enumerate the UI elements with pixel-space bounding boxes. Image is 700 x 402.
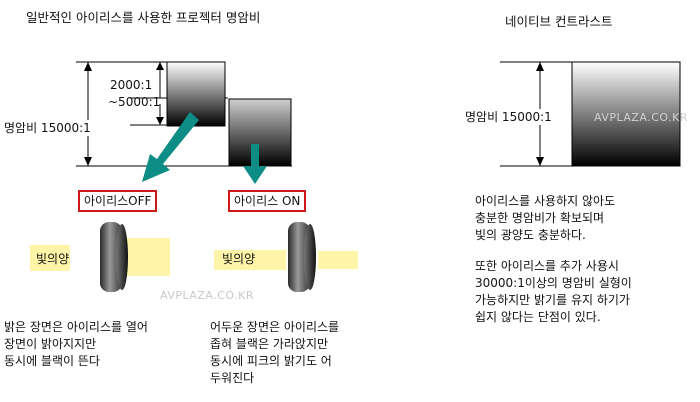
lens-face-1 (116, 224, 128, 290)
light-amount-label-1: 빛의양 (36, 252, 70, 266)
light-glow-left-1 (30, 245, 70, 271)
right-arrowheads (536, 62, 544, 166)
right-contrast-label: 명암비 15000:1 (465, 109, 552, 125)
native-contrast-gradient-block (571, 61, 681, 167)
right-diagram-title: 네이티브 컨트라스트 (505, 14, 613, 29)
left-diagram-title: 일반적인 아이리스를 사용한 프로젝터 명암비 (26, 10, 261, 25)
light-amount-label-2: 빛의양 (222, 252, 256, 266)
light-glow-left-2 (214, 250, 286, 270)
iris-off-description: 밝은 장면은 아이리스를 열어 장면이 밝아지지만 동시에 블랙이 뜬다 (4, 320, 148, 368)
ratio-label-top: 2000:1 (110, 78, 153, 92)
bright-scene-gradient-block (166, 61, 226, 127)
left-watermark: AVPLAZA.CO.KR (160, 289, 254, 302)
iris-on-label: 아이리스 ON (228, 190, 307, 212)
iris-off-label: 아이리스OFF (78, 190, 158, 212)
lens-body-1 (100, 222, 122, 292)
light-glow-right-2 (318, 251, 358, 269)
iris-on-description: 어두운 장면은 아이리스를 좁혀 블랙은 가라앉지만 동시에 피크의 밝기도 어… (210, 320, 340, 385)
left-arrowheads (84, 62, 164, 166)
native-description-1: 아이리스를 사용하지 않아도 충분한 명암비가 확보되며 빛의 광양도 충분하다… (475, 194, 616, 242)
left-contrast-label: 명암비 15000:1 (4, 120, 91, 136)
ratio-label-bottom: ~5000:1 (108, 95, 161, 109)
dark-scene-gradient-block (228, 98, 292, 167)
lens-body-2 (288, 222, 310, 292)
lens-face-2 (304, 224, 316, 290)
right-watermark: AVPLAZA.CO.KR (594, 111, 688, 124)
teal-arrows (142, 112, 267, 184)
light-glow-right-1 (124, 238, 170, 276)
native-description-2: 또한 아이리스를 추가 사용시 30000:1이상의 명암비 실형이 가능하지만… (475, 259, 632, 324)
